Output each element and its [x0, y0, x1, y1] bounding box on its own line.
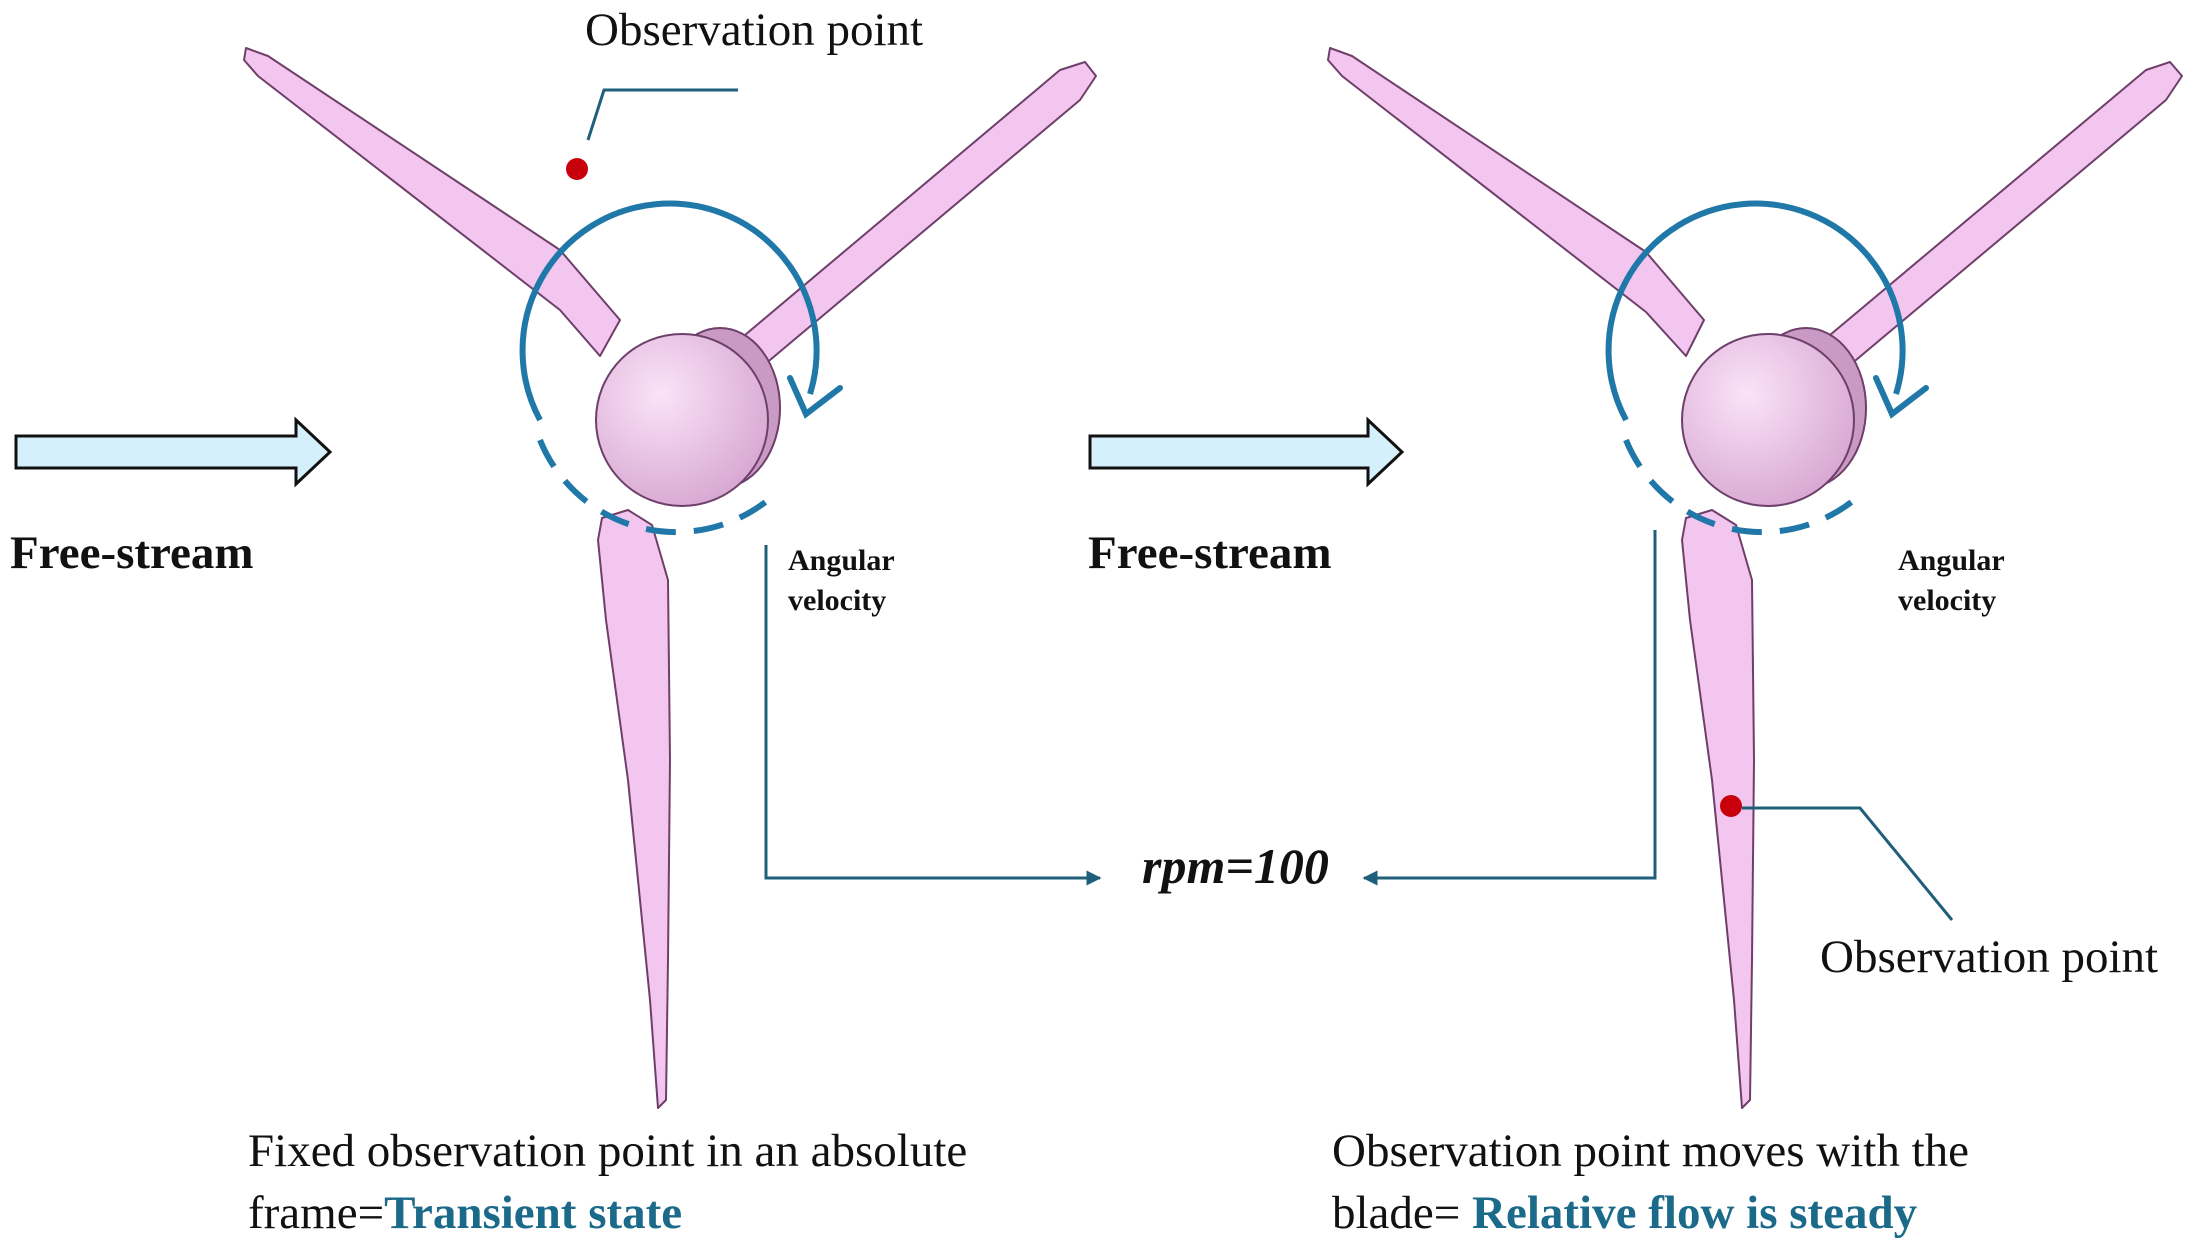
- right-observation-leader: [1742, 806, 1954, 921]
- left-caption-line1: Fixed observation point in an absolute: [248, 1125, 967, 1177]
- right-blade-upper-right: [1807, 61, 2183, 391]
- right-angular-velocity-label: Angular velocity: [1898, 544, 2012, 617]
- right-blade-upper-left: [1327, 47, 1705, 357]
- left-caption-highlight: Transient state: [384, 1187, 682, 1239]
- right-turbine: [1327, 47, 2183, 1109]
- left-freestream-label: Free-stream: [10, 527, 254, 579]
- rpm-label: rpm=100: [1142, 838, 1329, 894]
- right-rpm-leader: [1362, 530, 1657, 886]
- left-caption-line2: frame=Transient state: [248, 1187, 682, 1239]
- right-freestream-arrow-icon: [1088, 416, 1405, 488]
- left-blade-bottom: [597, 509, 671, 1109]
- left-freestream-arrow-icon: [14, 416, 333, 488]
- right-rotation-arc: [1605, 200, 1906, 422]
- right-blade-bottom: [1681, 509, 1755, 1109]
- right-caption-line1: Observation point moves with the: [1332, 1125, 1969, 1177]
- left-caption-prefix: frame=: [248, 1187, 384, 1239]
- right-observation-label: Observation point: [1820, 931, 2158, 983]
- left-blade-upper-left: [243, 47, 621, 357]
- left-turbine: [243, 47, 1097, 1109]
- left-observation-label: Observation point: [585, 4, 923, 56]
- right-rotation-arrowhead: [1873, 375, 1929, 419]
- left-observation-point: [566, 158, 588, 180]
- right-caption-prefix: blade=: [1332, 1187, 1472, 1239]
- right-caption-line2: blade= Relative flow is steady: [1332, 1187, 1918, 1239]
- left-rotation-arc: [519, 200, 820, 422]
- left-blade-upper-right: [721, 61, 1097, 391]
- right-caption-highlight: Relative flow is steady: [1472, 1187, 1918, 1239]
- right-freestream-label: Free-stream: [1088, 527, 1332, 579]
- left-hub: [595, 333, 769, 507]
- left-rpm-leader: [764, 545, 1102, 886]
- right-hub: [1681, 333, 1855, 507]
- left-rotation-arrowhead: [787, 375, 843, 419]
- right-observation-point: [1720, 795, 1742, 817]
- left-observation-leader: [586, 88, 738, 141]
- left-angular-velocity-label: Angular velocity: [788, 544, 902, 617]
